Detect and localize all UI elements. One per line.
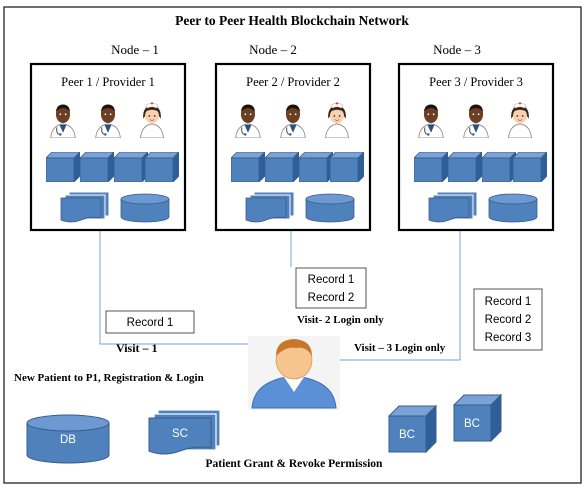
block-icon: [145, 152, 179, 182]
record-item: Record 1: [308, 274, 355, 286]
sc-documents: SC: [148, 409, 221, 455]
visit-2-label: Visit- 2 Login only: [297, 314, 384, 326]
bc-label: BC: [464, 418, 480, 430]
record-item: Record 2: [308, 292, 355, 304]
record-item: Record 1: [485, 296, 532, 308]
connector-node-1: [99, 229, 248, 345]
sc-label: SC: [172, 428, 188, 440]
block-icon: [80, 152, 114, 182]
peer-2-label: Peer 2 / Provider 2: [246, 75, 340, 89]
connector-node-3: [340, 229, 461, 361]
new-patient-label: New Patient to P1, Registration & Login: [14, 372, 204, 384]
peer-3-label: Peer 3 / Provider 3: [429, 75, 523, 89]
block-icon: [330, 152, 364, 182]
db-label: DB: [60, 434, 76, 446]
block-icon: [482, 152, 516, 182]
database-icon: [488, 193, 538, 223]
visit-1-label: Visit – 1: [116, 341, 158, 355]
patient-icon: [248, 336, 340, 410]
record-box-1: Record 1: [105, 310, 195, 334]
block-icon: [448, 152, 482, 182]
bc-cube-2: BC: [452, 393, 503, 443]
record-item: Record 1: [127, 317, 174, 329]
block-icon: [114, 152, 148, 182]
visit-3-label: Visit – 3 Login only: [354, 342, 446, 354]
record-box-2: Record 1 Record 2: [295, 267, 367, 309]
record-box-3: Record 1 Record 2 Record 3: [473, 288, 543, 351]
node-3-label: Node – 3: [433, 42, 481, 57]
block-icon: [265, 152, 299, 182]
node-2-box: Peer 2 / Provider 2: [214, 62, 372, 232]
block-icon: [46, 152, 80, 182]
connector-lines: [99, 229, 461, 361]
block-icon: [299, 152, 333, 182]
bc-cube-1: BC: [387, 404, 438, 454]
block-icon: [231, 152, 265, 182]
database-icon: [305, 193, 355, 223]
smart-contract-icon: [245, 192, 295, 223]
node-1-label: Node – 1: [111, 42, 159, 57]
block-icon: [414, 152, 448, 182]
smart-contract-icon: [428, 192, 478, 223]
block-icon: [513, 152, 547, 182]
database-icon: [120, 193, 170, 223]
node-1-box: Peer 1 / Provider 1: [29, 62, 187, 232]
diagram-title: Peer to Peer Health Blockchain Network: [175, 13, 409, 28]
smart-contract-icon: [60, 192, 110, 223]
record-item: Record 3: [485, 332, 532, 344]
bc-label: BC: [399, 429, 415, 441]
node-3-box: Peer 3 / Provider 3: [397, 62, 555, 232]
node-2-label: Node – 2: [249, 42, 297, 57]
permission-caption: Patient Grant & Revoke Permission: [206, 458, 384, 470]
peer-1-label: Peer 1 / Provider 1: [61, 75, 155, 89]
record-item: Record 2: [485, 314, 532, 326]
db-cylinder: DB: [26, 414, 110, 464]
